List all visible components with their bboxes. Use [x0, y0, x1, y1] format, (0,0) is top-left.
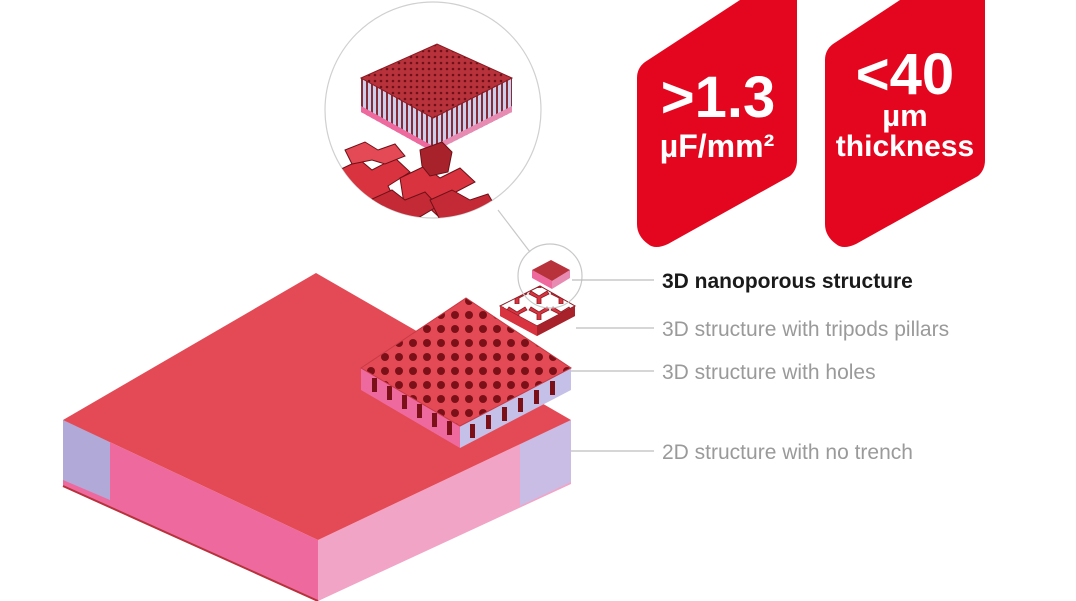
thickness-badge-shape: [825, 0, 985, 247]
label-nanoporous: 3D nanoporous structure: [662, 270, 913, 293]
slab-bottom-edge: [62, 485, 319, 601]
cube-left-bottom: [361, 106, 433, 152]
slab-left-lower: [63, 420, 318, 601]
nano-small-left: [532, 270, 552, 289]
capacitance-unit: µF/mm²: [660, 128, 774, 164]
capacitance-badge-shape: [637, 0, 797, 247]
holes-left-cavities: [372, 378, 555, 438]
holes-block: [360, 297, 572, 448]
cube-top-face: [359, 43, 514, 119]
leader-lines: [571, 279, 654, 452]
holes-left-face: [361, 368, 460, 448]
tripods-side: [537, 306, 575, 336]
nano-small-top: [532, 260, 570, 281]
capacitance-badge: >1.3 µF/mm²: [637, 0, 797, 247]
nanoporous-cube: [359, 43, 514, 152]
nano-small-right: [552, 270, 570, 289]
holes-top-face: [360, 297, 572, 427]
thickness-unit: µm: [882, 98, 927, 133]
capacitance-value: >1.3: [661, 65, 776, 130]
nanoporous-small-block: [532, 260, 570, 289]
slab-left-band: [63, 420, 110, 500]
label-holes: 3D structure with holes: [662, 361, 876, 384]
cube-right-face: [433, 78, 512, 152]
slab-top-face: [63, 273, 571, 540]
label-no-trench: 2D structure with no trench: [662, 441, 913, 464]
thickness-value: <40: [856, 42, 954, 107]
small-zoom-circle: [517, 243, 583, 309]
tripods-block: [498, 285, 577, 336]
cube-left-face: [361, 78, 433, 152]
tripods-front: [500, 306, 537, 336]
large-zoom-circle: [324, 1, 542, 219]
label-tripods: 3D structure with tripods pillars: [662, 318, 949, 341]
thickness-caption: thickness: [836, 130, 974, 163]
cube-right-bottom: [433, 106, 512, 152]
base-slab-2d: [62, 273, 571, 601]
slab-right-band: [520, 420, 571, 506]
slab-right-lower: [318, 420, 571, 601]
zoom-connector-line: [497, 209, 531, 253]
thickness-badge: <40 µm thickness: [825, 0, 985, 247]
